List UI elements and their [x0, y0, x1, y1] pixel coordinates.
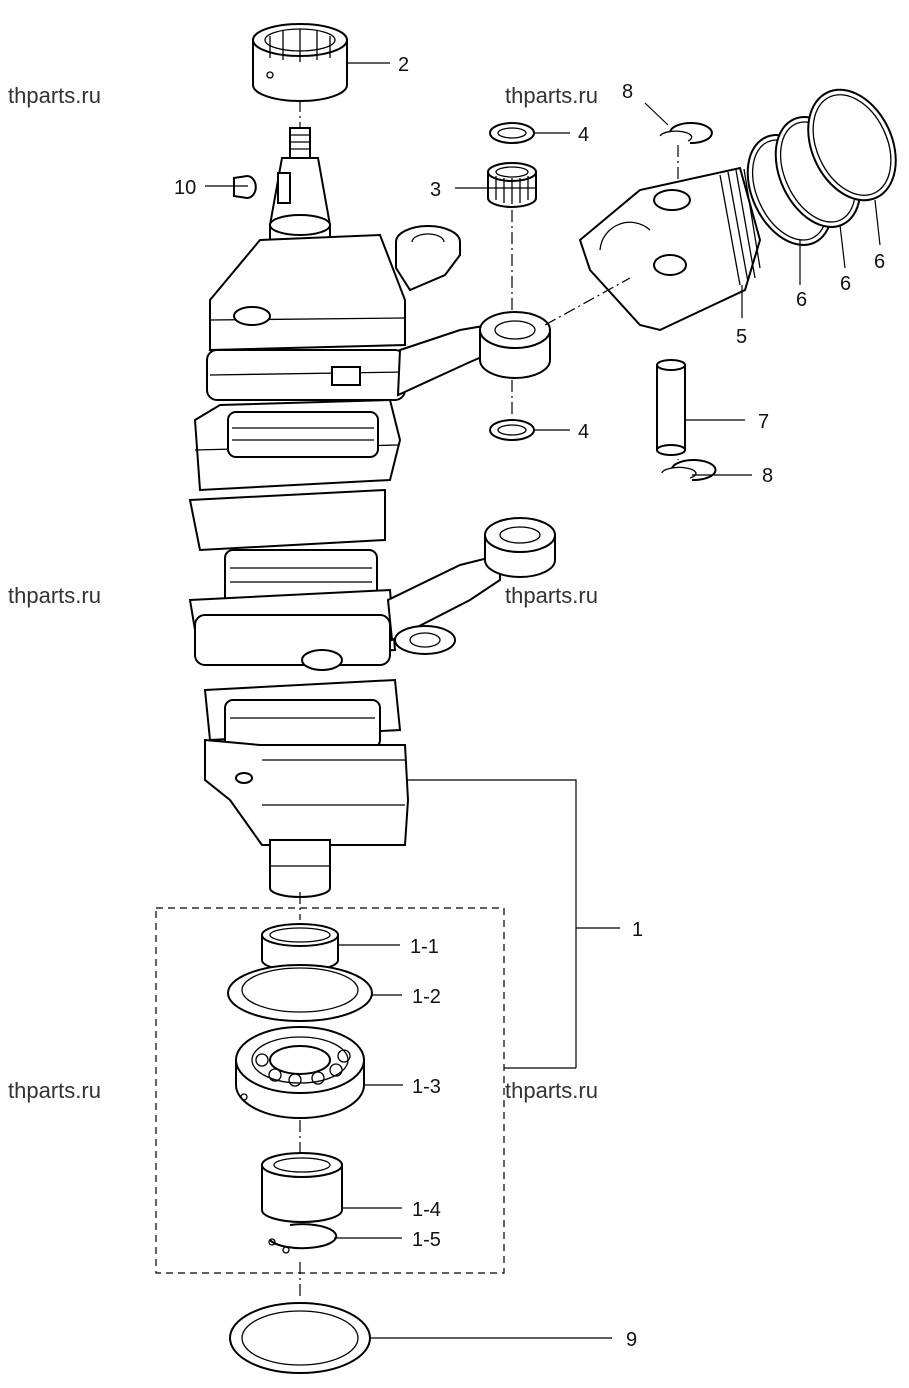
- lower-roller-bearing: [261, 1152, 343, 1223]
- connecting-rod-lower: [386, 517, 556, 655]
- callout-2: 2: [398, 54, 409, 76]
- watermark: thparts.ru: [505, 1078, 598, 1103]
- retaining-circlip: [268, 1223, 338, 1254]
- crankshaft: [188, 127, 410, 898]
- callout-5: 5: [736, 326, 747, 348]
- callout-1-5: 1-5: [412, 1229, 441, 1251]
- ball-bearing: [235, 1026, 365, 1119]
- callout-6: 6: [840, 273, 851, 295]
- callout-6: 6: [874, 251, 885, 273]
- callout-6: 6: [796, 289, 807, 311]
- callout-1-3: 1-3: [412, 1076, 441, 1098]
- piston-ring-3: [807, 88, 897, 202]
- needle-bearing-small-end: [487, 162, 537, 208]
- top-needle-bearing: [252, 23, 348, 102]
- piston-pin-circlip-upper: [659, 122, 713, 145]
- callout-1-1: 1-1: [410, 936, 439, 958]
- watermark: thparts.ru: [505, 83, 598, 108]
- callout-7: 7: [758, 411, 769, 433]
- watermark: thparts.ru: [505, 583, 598, 608]
- callout-3: 3: [430, 179, 441, 201]
- watermark: thparts.ru: [8, 583, 101, 608]
- leader-lines: [205, 62, 881, 1339]
- oil-seal-sleeve: [261, 923, 339, 972]
- connecting-rod-upper: [395, 225, 551, 397]
- thrust-washer-upper: [489, 122, 535, 144]
- watermark: thparts.ru: [8, 83, 101, 108]
- flat-washer: [227, 964, 373, 1022]
- callout-4: 4: [578, 124, 589, 146]
- callout-10: 10: [174, 177, 196, 199]
- piston-pin: [656, 359, 686, 456]
- callout-1-2: 1-2: [412, 986, 441, 1008]
- crankshaft-subassembly-box: [155, 907, 505, 1274]
- piston-pin-circlip-lower: [661, 459, 717, 482]
- watermark: thparts.ru: [8, 1078, 101, 1103]
- thrust-washer-bottom: [229, 1302, 371, 1374]
- callout-1: 1: [632, 919, 643, 941]
- woodruff-key: [233, 174, 257, 200]
- piston: [578, 166, 762, 332]
- callout-9: 9: [626, 1329, 637, 1351]
- callout-1-4: 1-4: [412, 1199, 441, 1221]
- thrust-washer-lower: [489, 419, 535, 441]
- callout-8: 8: [762, 465, 773, 487]
- callout-8: 8: [622, 81, 633, 103]
- callout-4: 4: [578, 421, 589, 443]
